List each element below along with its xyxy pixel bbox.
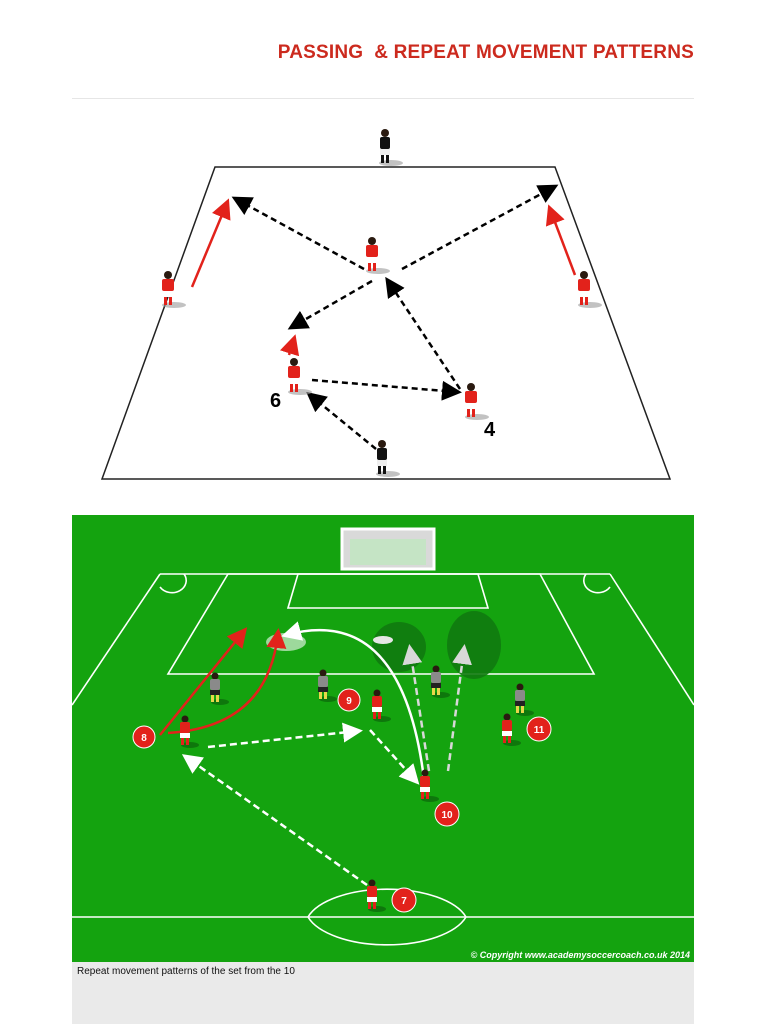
lofted-pass-arrow <box>281 621 426 780</box>
copyright-text: © Copyright www.academysoccercoach.co.uk… <box>470 950 690 960</box>
defender <box>318 669 337 702</box>
bottom-diagram-svg: 8 9 10 11 7 <box>72 527 694 946</box>
run-arrow <box>545 204 577 276</box>
player-4 <box>465 383 489 420</box>
svg-text:8: 8 <box>141 733 147 744</box>
svg-text:7: 7 <box>401 896 407 907</box>
player-8 <box>180 715 199 748</box>
run-arrow <box>279 334 300 357</box>
badge-11: 11 <box>526 716 552 742</box>
page-title: PASSING & REPEAT MOVEMENT PATTERNS <box>277 42 694 63</box>
svg-text:11: 11 <box>534 725 545 736</box>
pass-arrow <box>385 276 462 390</box>
pass-arrow <box>311 378 462 401</box>
space-zone <box>447 611 501 679</box>
player-right <box>578 271 602 308</box>
player-11 <box>502 713 521 746</box>
pass-arrow <box>231 196 365 271</box>
field-outline <box>100 166 672 480</box>
player-9 <box>372 689 391 722</box>
caption: Repeat movement patterns of the set from… <box>77 966 295 977</box>
pass-arrow <box>181 754 368 887</box>
right-touchline <box>609 573 694 706</box>
pass-arrow <box>287 279 373 330</box>
left-touchline <box>72 573 161 706</box>
space-zone <box>372 622 426 672</box>
badge-7: 7 <box>391 887 417 913</box>
run-arrow-grey <box>446 644 472 772</box>
defender <box>210 672 229 705</box>
defender <box>515 683 534 716</box>
top-diagram: 6 4 <box>72 98 694 514</box>
run-arrow <box>167 628 287 735</box>
run-arrow-grey <box>402 644 431 772</box>
centre-circle <box>307 888 467 946</box>
svg-text:9: 9 <box>346 696 352 707</box>
badge-10: 10 <box>434 801 460 827</box>
player-label-4: 4 <box>484 419 496 441</box>
player-6 <box>288 358 312 395</box>
pass-arrow <box>207 722 363 749</box>
target-zone <box>266 633 306 651</box>
player-label-6: 6 <box>270 390 281 412</box>
player-7 <box>367 879 386 912</box>
badge-9: 9 <box>337 688 361 712</box>
player-center <box>366 237 390 274</box>
bottom-diagram: 8 9 10 11 7 © Copyright www.academysocce… <box>72 515 694 962</box>
run-arrow <box>159 627 248 736</box>
pass-arrow <box>401 184 559 271</box>
badge-8: 8 <box>132 725 156 749</box>
player-left <box>162 271 186 308</box>
run-arrow <box>190 198 231 288</box>
defender <box>431 665 450 698</box>
pass-arrow <box>306 391 377 450</box>
neutral-player-bottom <box>376 440 400 477</box>
target-zone <box>373 636 393 644</box>
pass-arrow <box>369 729 420 785</box>
corner-arc-left <box>159 573 187 594</box>
caption-area: Repeat movement patterns of the set from… <box>72 962 694 1024</box>
top-diagram-svg: 6 4 <box>100 129 672 480</box>
neutral-player-top <box>379 129 403 166</box>
player-10 <box>420 769 439 802</box>
goal <box>340 527 436 571</box>
corner-arc-right <box>583 573 611 594</box>
six-yard-box <box>286 573 490 609</box>
svg-text:10: 10 <box>441 810 453 821</box>
